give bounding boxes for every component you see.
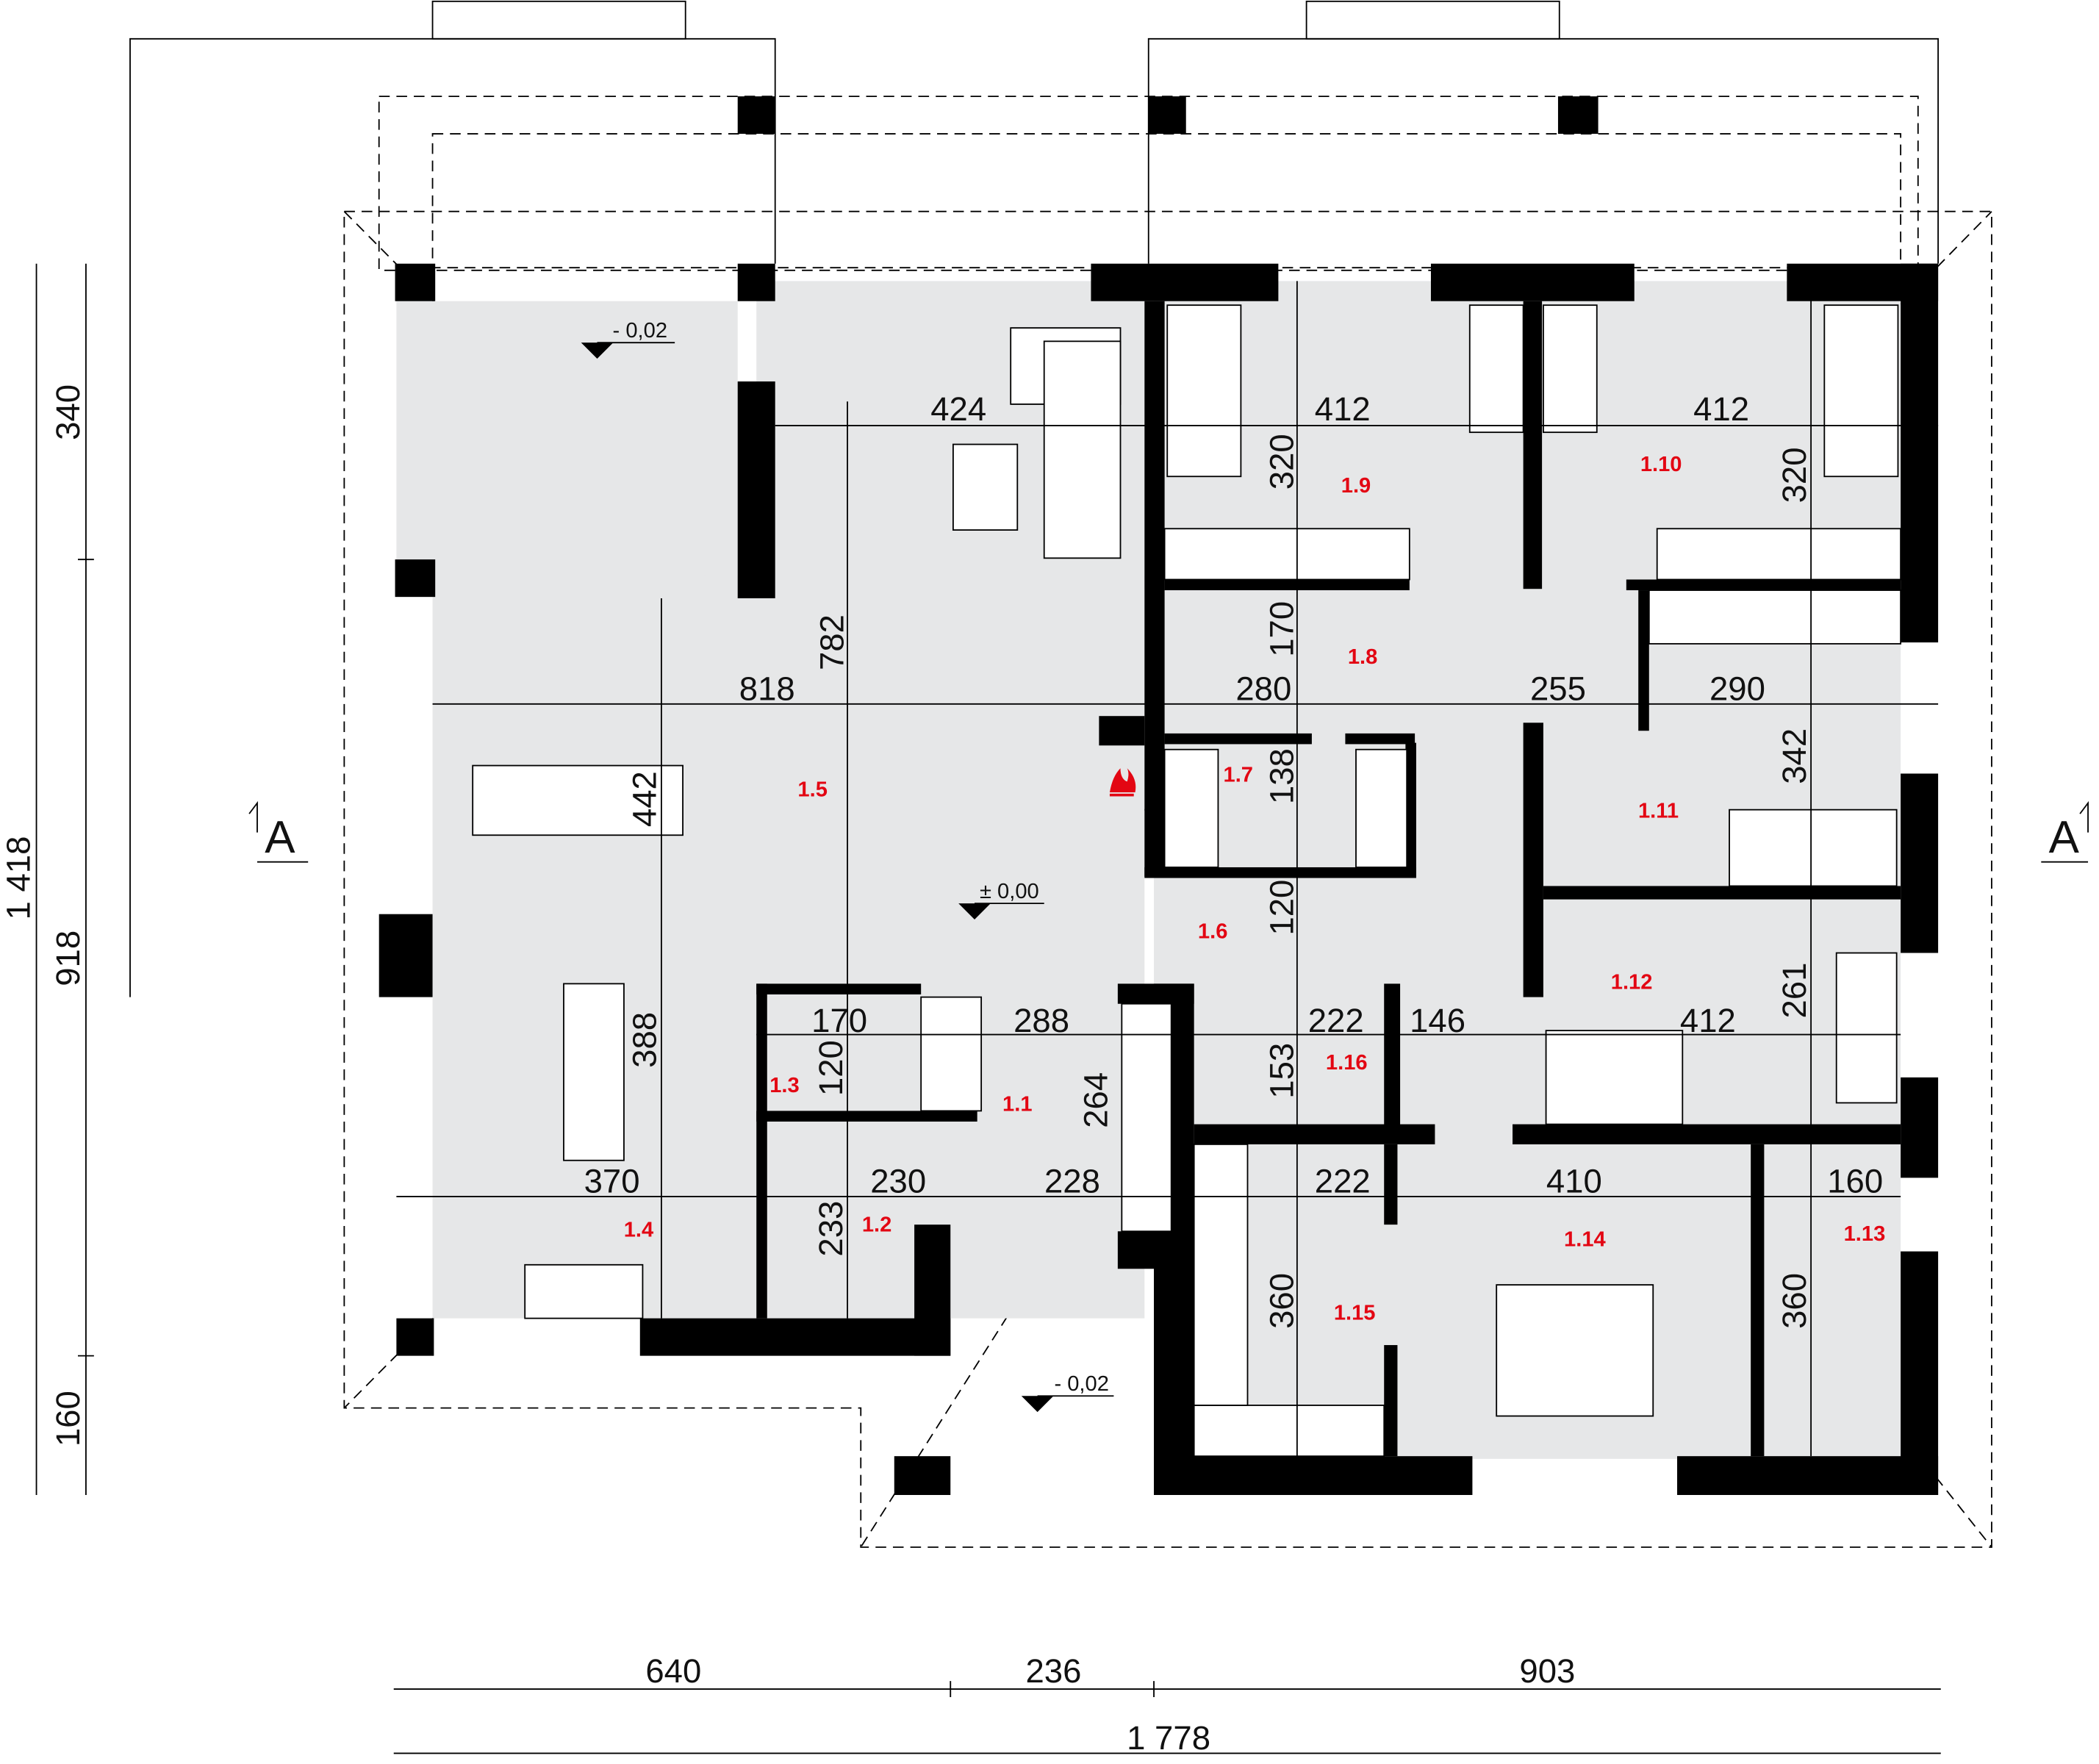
overall-dimension-lines <box>35 263 1941 1754</box>
dimension-label: 360 <box>1776 1273 1813 1329</box>
dim-total-horizontal: 1 778 <box>1127 1719 1210 1757</box>
dimension-label: 153 <box>1263 1043 1300 1099</box>
dimension-label: 370 <box>584 1162 640 1200</box>
plan-labels: 424 412 412 818 280 255 290 288 170 222 146 412 370 2… <box>0 319 2080 1757</box>
dimension-label: 120 <box>1263 880 1300 936</box>
level-floor: ± 0,00 <box>980 880 1039 903</box>
room-label: 1.10 <box>1640 453 1682 476</box>
dim-left-part: 160 <box>49 1391 87 1446</box>
room-label: 1.14 <box>1564 1227 1606 1251</box>
dim-bottom-part: 640 <box>645 1652 701 1690</box>
dim-bottom-part: 236 <box>1025 1652 1081 1690</box>
dimension-label: 230 <box>870 1162 926 1200</box>
dimension-label: 261 <box>1776 963 1813 1019</box>
dimension-label: 360 <box>1263 1273 1300 1329</box>
section-marks <box>248 800 2089 863</box>
dim-left-part: 918 <box>49 931 87 986</box>
level-entrance: - 0,02 <box>1054 1372 1108 1396</box>
dimension-label: 160 <box>1827 1162 1883 1200</box>
dimension-label: 288 <box>1013 1002 1069 1039</box>
room-label: 1.7 <box>1224 763 1254 786</box>
dimension-label: 412 <box>1680 1002 1736 1039</box>
walls <box>378 96 1939 1495</box>
dimension-label: 233 <box>812 1201 850 1257</box>
dimension-label: 320 <box>1263 434 1300 490</box>
room-label: 1.11 <box>1638 800 1679 823</box>
dimension-label: 424 <box>930 390 986 428</box>
dimension-label: 138 <box>1263 748 1300 804</box>
level-terrace: - 0,02 <box>613 319 667 343</box>
section-arrow-icon <box>248 800 2089 863</box>
room-label: 1.13 <box>1844 1222 1886 1246</box>
dimension-label: 170 <box>1263 601 1300 657</box>
dimension-label: 228 <box>1044 1162 1100 1200</box>
room-label: 1.6 <box>1198 919 1228 943</box>
dimension-label: 818 <box>739 670 795 707</box>
dimension-label: 120 <box>812 1040 850 1096</box>
dimension-label: 782 <box>814 614 851 670</box>
dimension-label: 255 <box>1530 670 1586 707</box>
level-markers <box>581 342 1114 1413</box>
room-label: 1.4 <box>624 1219 654 1242</box>
dimension-label: 342 <box>1776 728 1813 784</box>
room-label: 1.5 <box>797 778 828 801</box>
room-label: 1.8 <box>1348 645 1377 669</box>
dimension-label: 146 <box>1410 1002 1465 1039</box>
dimension-label: 222 <box>1315 1162 1371 1200</box>
room-label: 1.3 <box>769 1074 800 1097</box>
dimension-label: 410 <box>1546 1162 1602 1200</box>
room-label: 1.15 <box>1334 1301 1376 1324</box>
dimension-label: 412 <box>1315 390 1371 428</box>
room-label: 1.1 <box>1002 1092 1033 1116</box>
dimension-label: 388 <box>626 1012 664 1068</box>
dimension-label: 280 <box>1235 670 1291 707</box>
room-label: 1.2 <box>862 1213 892 1236</box>
dim-total-vertical: 1 418 <box>0 836 37 920</box>
dimension-label: 222 <box>1308 1002 1364 1039</box>
room-label: 1.12 <box>1611 971 1653 994</box>
dim-bottom-part: 903 <box>1519 1652 1575 1690</box>
room-label: 1.9 <box>1341 474 1371 498</box>
furniture <box>472 304 1902 1458</box>
dimension-label: 320 <box>1776 447 1813 503</box>
section-mark-right: A <box>2049 812 2080 863</box>
dimension-label: 412 <box>1693 390 1749 428</box>
section-mark-left: A <box>265 812 295 863</box>
dimension-label: 290 <box>1709 670 1765 707</box>
dim-left-part: 340 <box>49 384 87 440</box>
room-label: 1.16 <box>1326 1051 1368 1075</box>
dimension-label: 170 <box>811 1002 867 1039</box>
dimension-label: 442 <box>626 771 664 827</box>
fire-extinguisher-icon <box>1109 768 1136 797</box>
dimension-label: 264 <box>1077 1072 1114 1128</box>
room-dimension-lines <box>396 281 1939 1457</box>
